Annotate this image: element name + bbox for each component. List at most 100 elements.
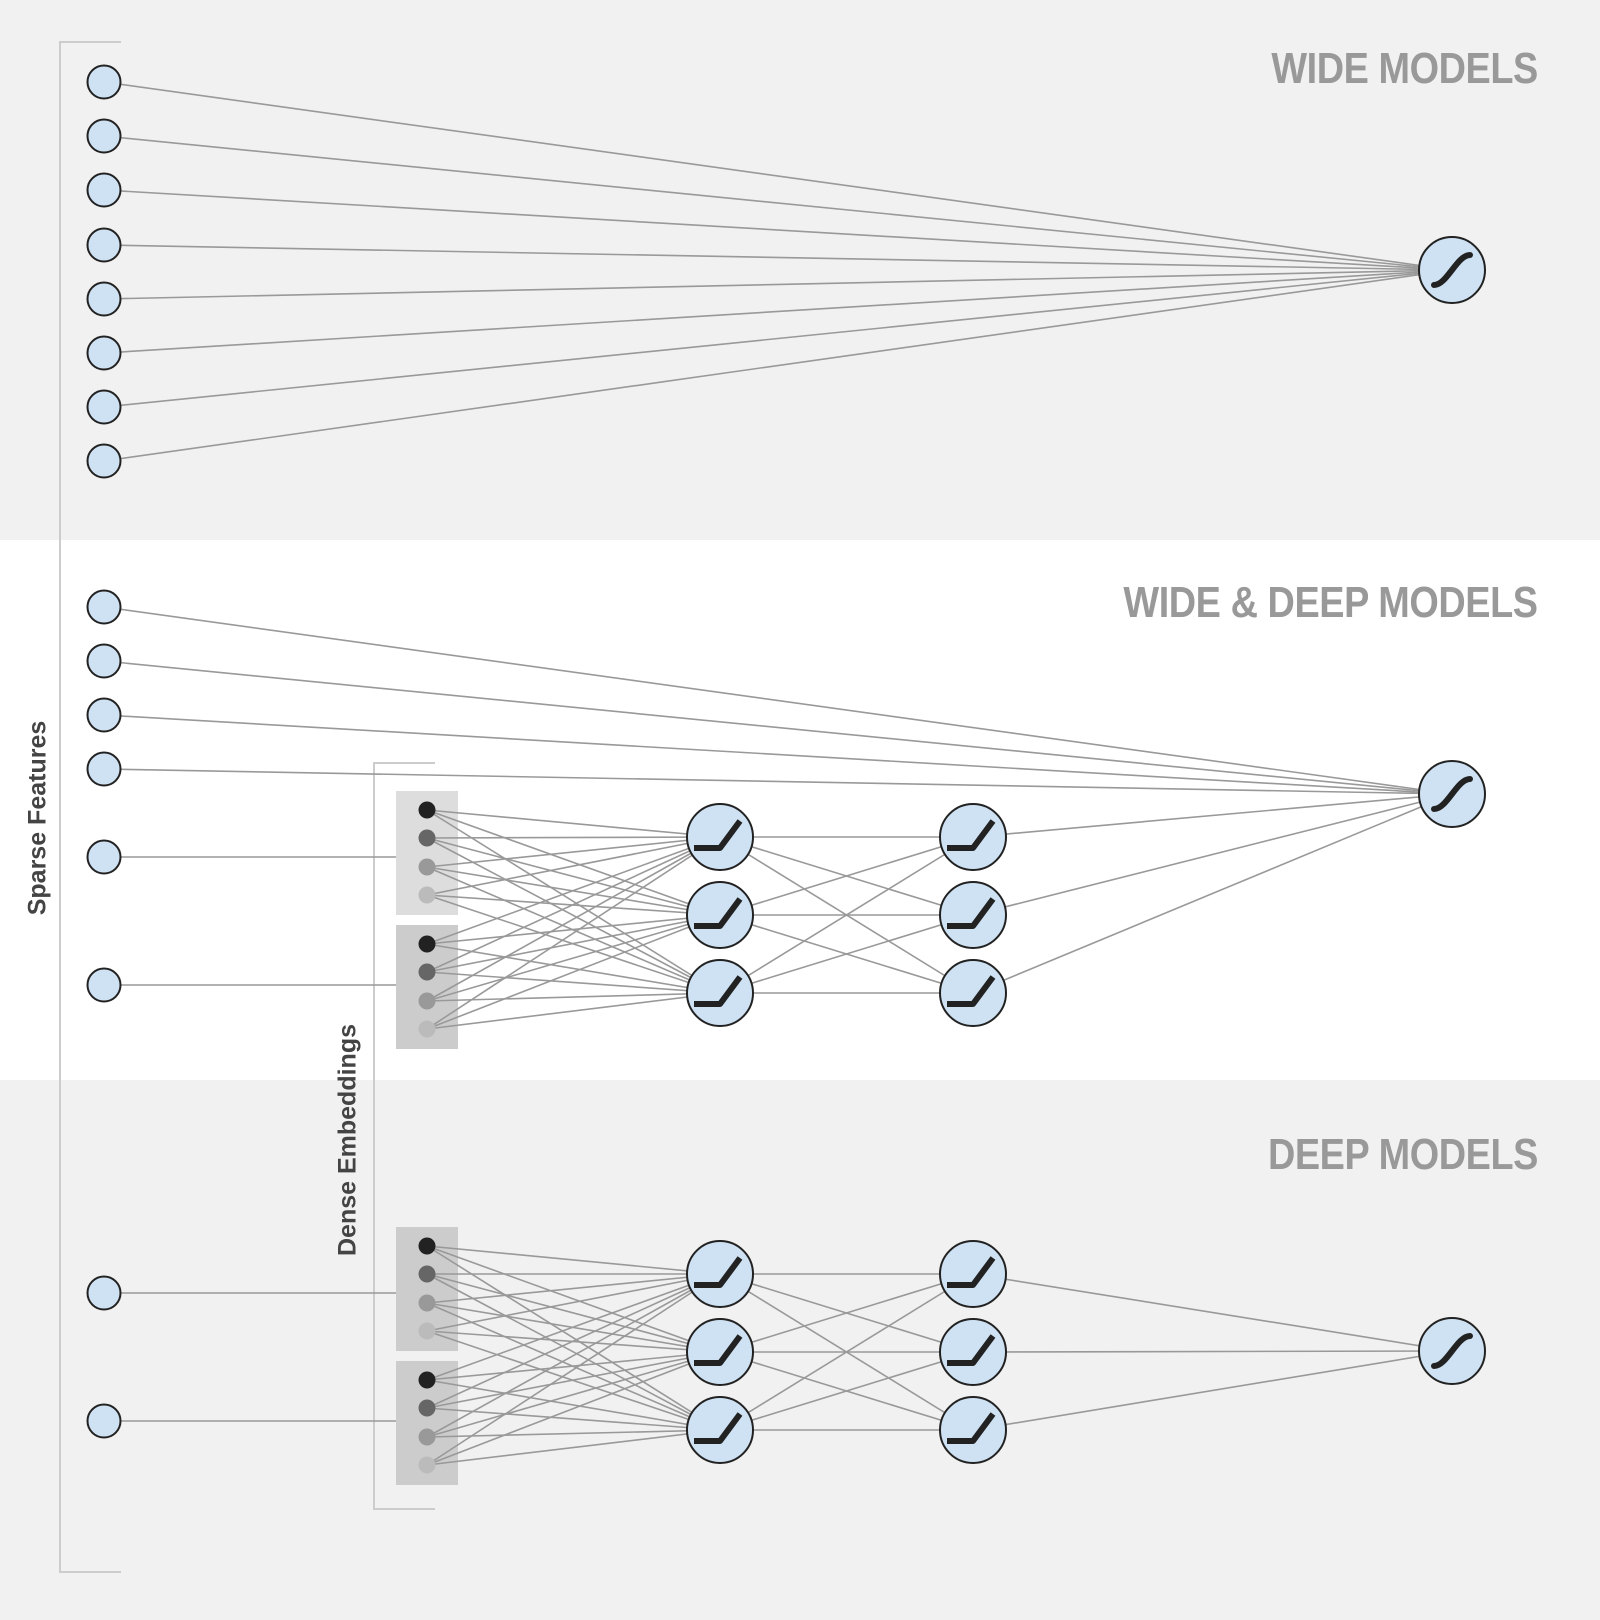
sparse-feature-node bbox=[86, 281, 122, 317]
embedding-dot bbox=[418, 829, 436, 847]
sigmoid-icon bbox=[1431, 252, 1473, 288]
connection-line bbox=[426, 1273, 721, 1409]
embedding-dot bbox=[418, 1371, 436, 1389]
connection-line bbox=[426, 836, 721, 1002]
relu-hidden-node bbox=[939, 959, 1007, 1027]
connection-line bbox=[103, 768, 1453, 795]
embedding-dot bbox=[418, 1428, 436, 1446]
embedding-dot bbox=[418, 1322, 436, 1340]
connection-line bbox=[426, 809, 721, 994]
wide-models-band bbox=[0, 0, 1600, 540]
connection-line bbox=[426, 971, 721, 994]
connection-line bbox=[103, 269, 1453, 300]
connection-line bbox=[103, 244, 1453, 271]
embedding-dot bbox=[418, 1294, 436, 1312]
sparse-feature-node bbox=[86, 967, 122, 1003]
connection-line bbox=[103, 269, 1453, 408]
sparse-feature-node bbox=[86, 1275, 122, 1311]
sparse-feature-node bbox=[86, 697, 122, 733]
connection-line bbox=[719, 1273, 974, 1431]
embedding-dot bbox=[418, 963, 436, 981]
connection-line bbox=[426, 1351, 721, 1409]
embedding-dot bbox=[418, 886, 436, 904]
sparse-feature-node bbox=[86, 643, 122, 679]
connection-line bbox=[103, 269, 1453, 462]
sparse-feature-node bbox=[86, 64, 122, 100]
embedding-dot bbox=[418, 801, 436, 819]
connection-line bbox=[426, 914, 721, 1030]
relu-icon bbox=[694, 819, 743, 851]
connection-line bbox=[103, 660, 1453, 795]
embedding-dot bbox=[418, 1020, 436, 1038]
wide-deep-models-title: WIDE & DEEP MODELS bbox=[1123, 578, 1539, 627]
sparse-feature-node bbox=[86, 389, 122, 425]
embedding-dot bbox=[418, 935, 436, 953]
relu-hidden-node bbox=[939, 1240, 1007, 1308]
embedding-dot bbox=[418, 1399, 436, 1417]
connection-line bbox=[426, 836, 721, 973]
connection-line bbox=[103, 135, 1453, 271]
connection-line bbox=[972, 793, 1453, 916]
connection-line bbox=[426, 992, 721, 1002]
connection-line bbox=[972, 1350, 1453, 1353]
relu-icon bbox=[694, 1334, 743, 1366]
sigmoid-output-node bbox=[1418, 760, 1486, 828]
connection-line bbox=[426, 943, 721, 994]
connection-line bbox=[426, 1429, 721, 1466]
connection-line bbox=[972, 793, 1453, 994]
sparse-feature-node bbox=[86, 751, 122, 787]
sparse-feature-node bbox=[86, 1403, 122, 1439]
connection-line bbox=[719, 914, 974, 994]
embedding-dot bbox=[418, 1456, 436, 1474]
sparse-feature-node bbox=[86, 335, 122, 371]
connection-line bbox=[719, 1273, 974, 1353]
embedding-dot bbox=[418, 858, 436, 876]
connection-line bbox=[972, 1273, 1453, 1352]
connection-line bbox=[426, 837, 721, 994]
connection-line bbox=[426, 836, 721, 945]
relu-hidden-node bbox=[686, 803, 754, 871]
relu-icon bbox=[947, 1334, 996, 1366]
relu-hidden-node bbox=[686, 881, 754, 949]
relu-icon bbox=[947, 819, 996, 851]
connection-line bbox=[426, 1351, 721, 1438]
relu-icon bbox=[694, 1256, 743, 1288]
sparse-feature-node bbox=[86, 227, 122, 263]
connection-line bbox=[426, 1273, 721, 1353]
relu-hidden-node bbox=[686, 1396, 754, 1464]
wide-models-title: WIDE MODELS bbox=[1271, 44, 1539, 93]
sparse-features-bracket bbox=[59, 41, 121, 1573]
sigmoid-output-node bbox=[1418, 236, 1486, 304]
connection-line bbox=[426, 1245, 721, 1431]
connection-line bbox=[103, 269, 1453, 354]
relu-icon bbox=[694, 1412, 743, 1444]
connection-line bbox=[103, 714, 1453, 795]
connection-line bbox=[426, 1273, 721, 1304]
connection-line bbox=[426, 1351, 721, 1381]
relu-icon bbox=[947, 1412, 996, 1444]
connection-line bbox=[426, 836, 721, 839]
sigmoid-output-node bbox=[1418, 1317, 1486, 1385]
sparse-feature-node bbox=[86, 839, 122, 875]
connection-line bbox=[426, 1351, 721, 1466]
sparse-feature-node bbox=[86, 172, 122, 208]
connection-line bbox=[426, 1379, 721, 1431]
connection-line bbox=[719, 1351, 974, 1431]
embedding-dot bbox=[418, 1237, 436, 1255]
connection-line bbox=[426, 1273, 721, 1438]
connection-line bbox=[426, 1273, 721, 1381]
sigmoid-icon bbox=[1431, 1333, 1473, 1369]
connection-line bbox=[426, 1273, 721, 1431]
relu-hidden-node bbox=[686, 959, 754, 1027]
sparse-feature-node bbox=[86, 443, 122, 479]
connection-line bbox=[426, 1273, 721, 1466]
relu-icon bbox=[947, 1256, 996, 1288]
connection-line bbox=[426, 836, 721, 868]
sigmoid-icon bbox=[1431, 776, 1473, 812]
relu-hidden-node bbox=[939, 803, 1007, 871]
connection-line bbox=[426, 809, 721, 916]
connection-line bbox=[426, 914, 721, 1002]
relu-hidden-node bbox=[939, 1396, 1007, 1464]
